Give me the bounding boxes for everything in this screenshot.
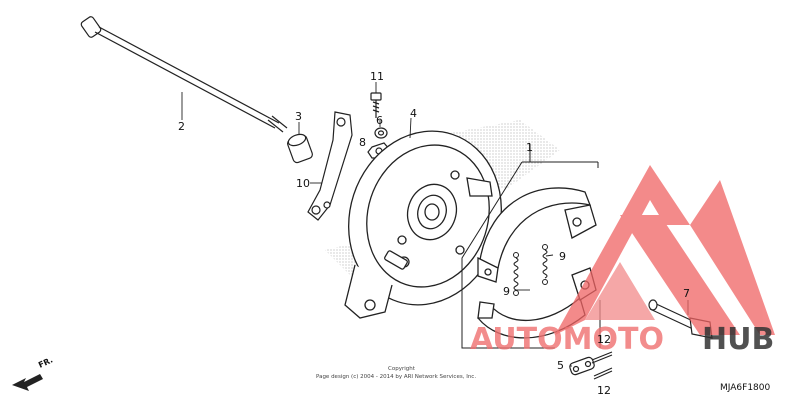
callout-2: 2 xyxy=(178,120,185,133)
callout-12-upper: 12 xyxy=(597,333,611,346)
part-axle xyxy=(80,16,288,133)
callout-7: 7 xyxy=(683,287,690,300)
callout-10: 10 xyxy=(296,177,310,190)
diagram-code: MJA6F1800 xyxy=(720,383,770,393)
callout-9-left: 9 xyxy=(503,285,510,298)
part-stopper-arm xyxy=(307,111,353,221)
callout-4: 4 xyxy=(410,107,417,120)
part-collar xyxy=(287,133,313,164)
callout-1: 1 xyxy=(526,141,533,154)
part-washer xyxy=(374,127,388,139)
callout-3: 3 xyxy=(295,110,302,123)
part-brake-panel xyxy=(344,130,502,319)
callout-11: 11 xyxy=(370,70,384,83)
copyright-line2: Page design (c) 2004 - 2014 by ARI Netwo… xyxy=(316,374,476,380)
callout-8: 8 xyxy=(359,136,366,149)
part-clip-lower xyxy=(593,367,613,380)
copyright-line1: Copyright xyxy=(388,366,416,372)
watermark-text-hub: HUB xyxy=(702,322,774,357)
part-pin-plate xyxy=(569,356,595,376)
front-direction-label: FR. xyxy=(37,355,54,369)
watermark-logo xyxy=(555,165,775,335)
watermark-text-automoto: AUTOMOTO xyxy=(470,322,664,357)
callout-12-lower: 12 xyxy=(597,384,611,397)
callout-6: 6 xyxy=(376,114,383,127)
callout-5: 5 xyxy=(557,359,564,372)
part-brake-shoe-upper xyxy=(477,187,597,283)
callout-9-right: 9 xyxy=(559,250,566,263)
front-direction-arrow: FR. xyxy=(12,355,54,391)
leader-lines xyxy=(181,82,689,367)
part-clip-upper xyxy=(591,351,613,364)
part-spring-left xyxy=(513,252,519,296)
part-spring-right xyxy=(542,244,548,285)
